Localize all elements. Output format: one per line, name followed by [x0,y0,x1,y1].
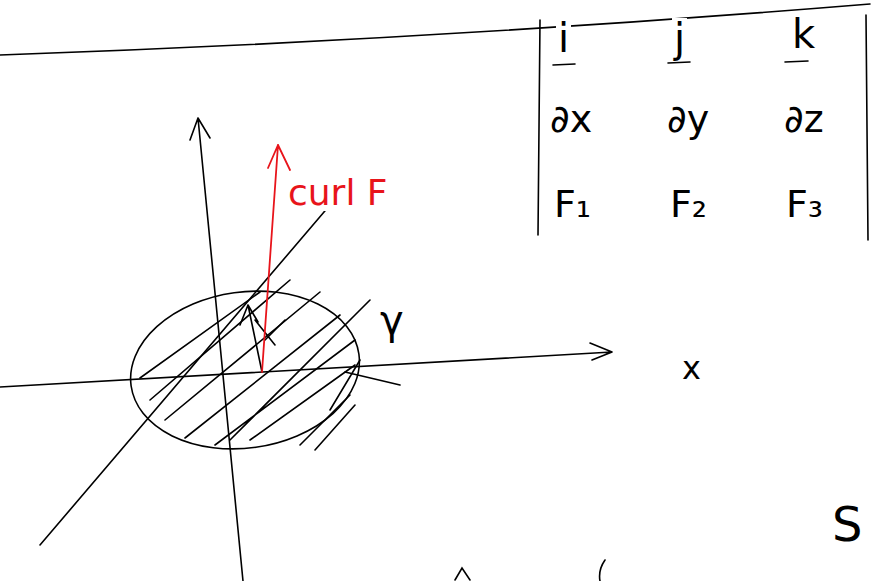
curve-label: γ [378,300,406,340]
z-axis [190,118,243,581]
surface-ellipse [120,277,369,463]
component-f2: F₂ [668,185,709,223]
orientation-mark [330,360,400,410]
partial-x: ∂x [548,100,594,138]
component-f1: F₁ [552,185,593,223]
y-axis [40,205,330,545]
axis-label: x [680,352,703,384]
partial-z: ∂z [782,100,826,138]
unit-vector-j: j [672,18,687,58]
surface-label: S [830,500,864,548]
hatching [140,280,370,450]
divider-line [0,4,870,55]
unit-vector-i: i [556,18,571,58]
component-f3: F₃ [784,185,825,223]
curl-label: curl F [286,175,390,211]
determinant-bars [538,15,868,240]
unit-vector-marks [553,61,808,65]
partial-y: ∂y [665,100,711,138]
stray-marks [455,560,605,581]
unit-vector-k: k [790,14,817,54]
